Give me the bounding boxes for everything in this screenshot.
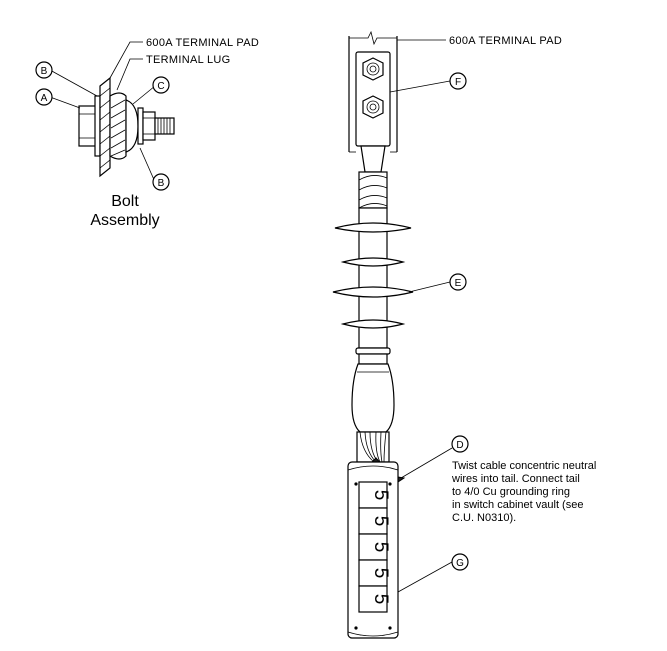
bolt-thread — [154, 117, 175, 135]
bolt-assembly-title-line2: Assembly — [90, 212, 159, 229]
callout-a: A — [35, 88, 53, 106]
terminal-pad-bracket — [348, 30, 398, 153]
svg-text:C: C — [157, 81, 164, 92]
bolt-assembly: B A C B 600A TERMINAL PAD TERMINAL LUG B… — [35, 37, 259, 229]
pad-bolt-lower — [362, 95, 384, 119]
label-600a-terminal-pad-right: 600A TERMINAL PAD — [449, 35, 562, 47]
note-line-3: to 4/0 Cu grounding ring — [452, 486, 570, 498]
callout-c: C — [152, 76, 170, 94]
cable-terminator: 5 5 5 5 5 F E D G 600A TERMINAL PAD — [332, 30, 596, 639]
callout-f: F — [449, 72, 467, 90]
svg-text:A: A — [41, 93, 48, 104]
hex-nut-a — [78, 105, 97, 147]
svg-text:B: B — [158, 178, 165, 189]
insulator-body — [332, 207, 414, 365]
marker-digit-1: 5 — [370, 490, 391, 501]
stress-cone — [351, 363, 395, 433]
terminal-lug-body — [109, 92, 127, 160]
svg-text:B: B — [41, 66, 48, 77]
marker-digit-4: 5 — [370, 568, 391, 579]
note-line-2: wires into tail. Connect tail — [451, 473, 580, 485]
callout-d: D — [451, 435, 469, 453]
marker-digit-2: 5 — [370, 516, 391, 527]
lug-barrel — [360, 145, 386, 173]
pad-bolt-upper — [362, 57, 384, 81]
note-line-1: Twist cable concentric neutral — [452, 460, 596, 472]
callout-b-bottom: B — [152, 173, 170, 191]
svg-text:F: F — [455, 77, 461, 88]
washer-b-left — [94, 95, 101, 157]
label-terminal-lug: TERMINAL LUG — [146, 54, 230, 66]
label-600a-terminal-pad-left: 600A TERMINAL PAD — [146, 37, 259, 49]
taped-section — [358, 171, 388, 209]
svg-text:D: D — [456, 440, 463, 451]
washer-b-right — [137, 107, 144, 145]
note-line-4: in switch cabinet vault (see — [452, 499, 583, 511]
belleville-washer-c — [125, 99, 139, 153]
callout-b-top: B — [35, 61, 53, 79]
svg-text:E: E — [455, 278, 462, 289]
marker-digit-3: 5 — [370, 542, 391, 553]
bolt-assembly-title-line1: Bolt — [111, 193, 139, 210]
grounding-note: Twist cable concentric neutral wires int… — [451, 460, 596, 524]
terminal-pad-slab — [99, 76, 111, 178]
phase-marker-tags: 5 5 5 5 5 — [358, 481, 391, 613]
marker-digit-5: 5 — [370, 594, 391, 605]
note-line-5: C.U. N0310). — [452, 512, 516, 524]
callout-e: E — [449, 273, 467, 291]
callout-g: G — [451, 553, 469, 571]
svg-text:G: G — [456, 558, 464, 569]
hex-nut-right — [142, 111, 156, 141]
